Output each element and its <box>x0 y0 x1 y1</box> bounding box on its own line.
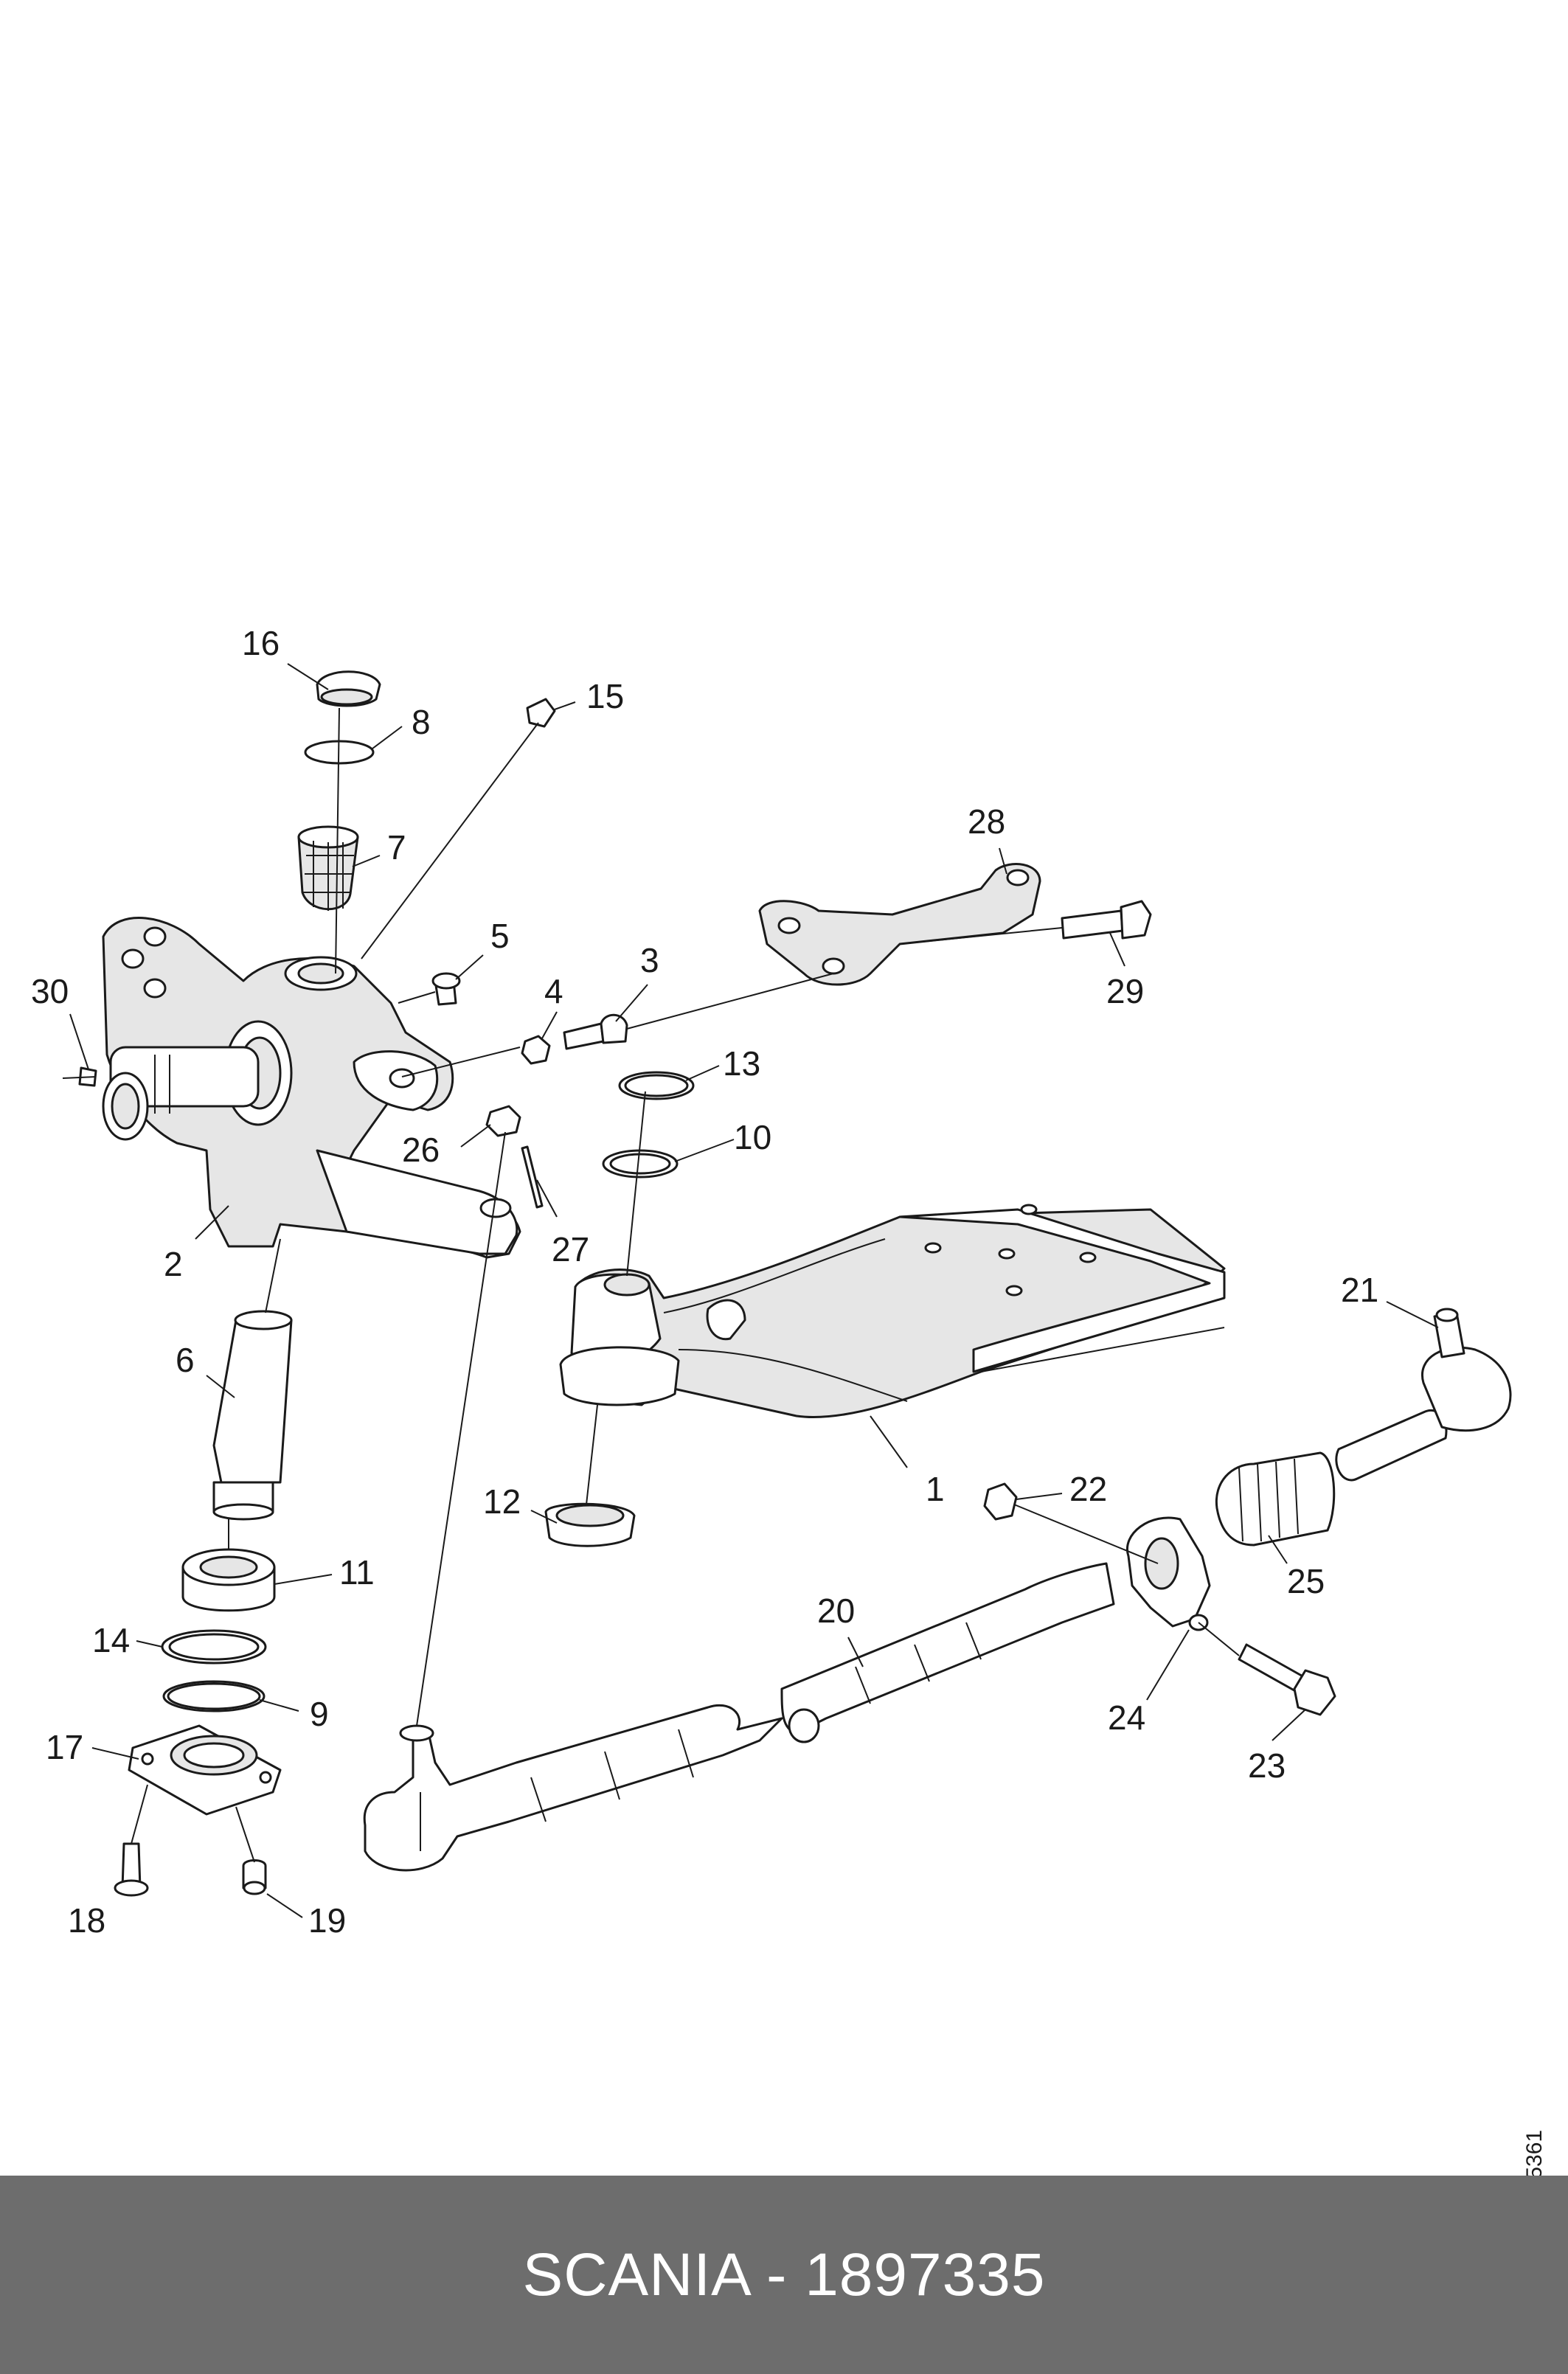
footer-bar: SCANIA - 1897335 <box>0 2176 1568 2374</box>
callout-7: 7 <box>387 828 406 867</box>
callout-19: 19 <box>308 1901 346 1940</box>
callout-2: 2 <box>164 1245 183 1283</box>
callout-1: 1 <box>926 1470 945 1508</box>
callout-6: 6 <box>176 1341 195 1379</box>
callout-13: 13 <box>723 1044 760 1083</box>
exploded-parts-diagram: 1 2 3 4 5 6 7 8 9 10 11 12 13 14 15 16 1… <box>31 624 1512 1940</box>
callout-27: 27 <box>552 1230 589 1268</box>
callout-20: 20 <box>817 1592 855 1630</box>
callout-4: 4 <box>544 972 563 1010</box>
steering-arm <box>758 863 1152 986</box>
callout-25: 25 <box>1287 1562 1325 1600</box>
tie-rod-assembly <box>363 1308 1512 1872</box>
callout-21: 21 <box>1341 1271 1378 1309</box>
callout-10: 10 <box>734 1118 771 1156</box>
lower-bearing-assembly <box>114 1548 282 1897</box>
callout-30: 30 <box>31 972 69 1010</box>
callout-3: 3 <box>640 941 659 979</box>
callout-29: 29 <box>1106 972 1144 1010</box>
upper-bearing-parts <box>78 670 556 1087</box>
callout-16: 16 <box>242 624 280 662</box>
kingpin <box>212 1310 293 1521</box>
steering-arm-bolts <box>485 1013 628 1209</box>
callout-15: 15 <box>586 677 624 715</box>
callout-labels: 1 2 3 4 5 6 7 8 9 10 11 12 13 14 15 16 1… <box>31 624 1378 1940</box>
callout-8: 8 <box>412 703 431 741</box>
callout-28: 28 <box>968 802 1005 841</box>
footer-part-number: SCANIA - 1897335 <box>522 2241 1046 2308</box>
callout-11: 11 <box>339 1553 375 1592</box>
callout-17: 17 <box>46 1728 83 1766</box>
callout-26: 26 <box>402 1131 440 1169</box>
callout-14: 14 <box>92 1621 130 1659</box>
callout-23: 23 <box>1248 1746 1286 1785</box>
callout-leaders <box>69 663 1439 1918</box>
callout-24: 24 <box>1108 1698 1145 1737</box>
assembly-guide-lines <box>62 707 1240 1863</box>
callout-12: 12 <box>483 1482 521 1521</box>
callout-18: 18 <box>68 1901 105 1940</box>
steering-knuckle <box>102 917 521 1259</box>
callout-22: 22 <box>1069 1470 1107 1508</box>
front-axle-beam <box>559 1204 1226 1419</box>
callout-9: 9 <box>310 1695 329 1733</box>
callout-5: 5 <box>490 917 510 955</box>
